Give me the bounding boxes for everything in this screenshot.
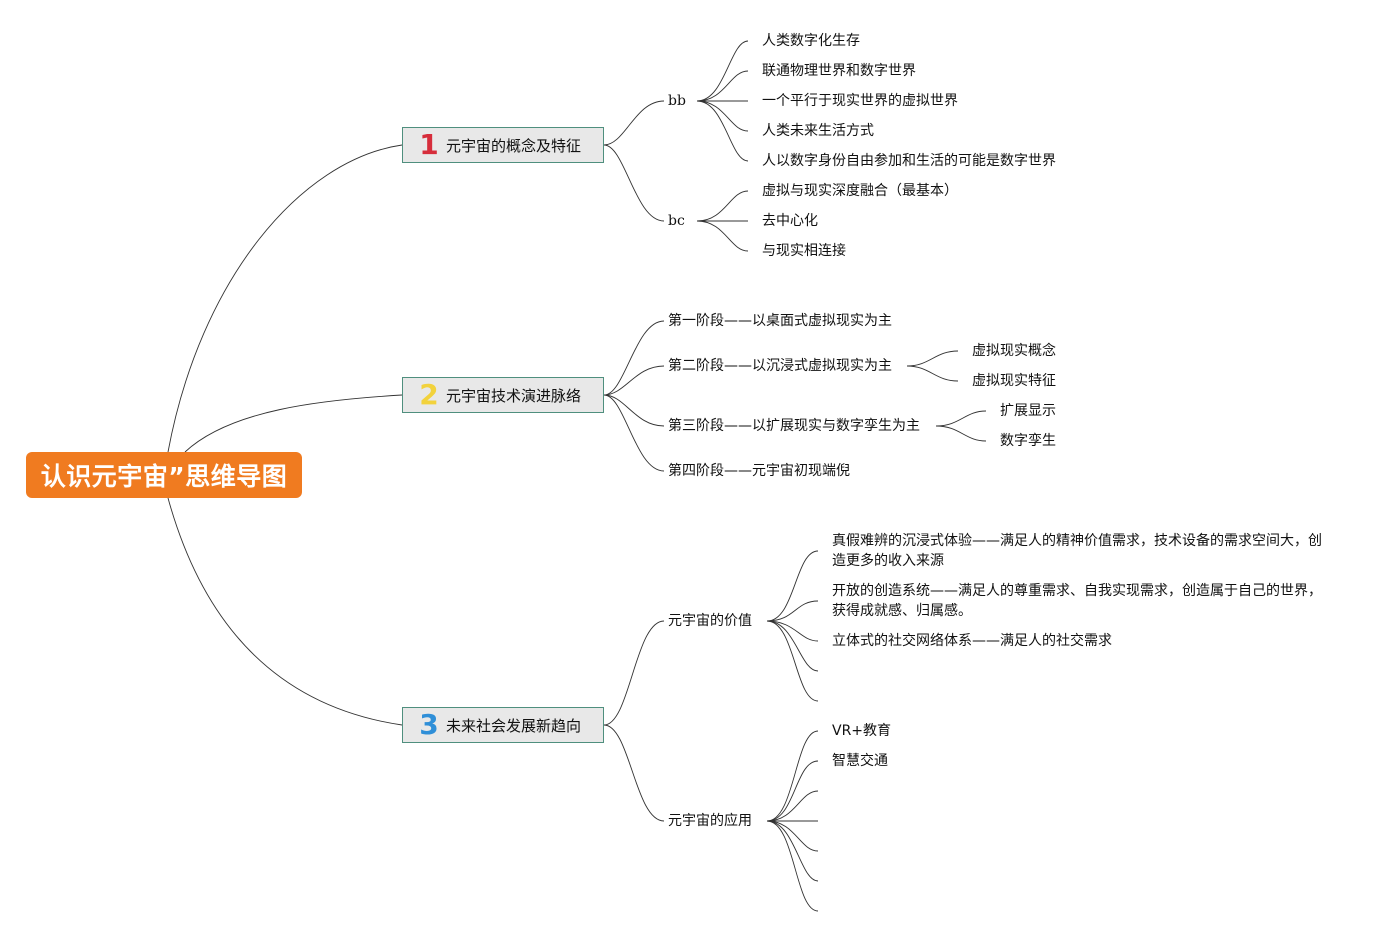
leaf-node[interactable]: 智慧交通 [832, 753, 888, 769]
leaf-node[interactable]: 联通物理世界和数字世界 [762, 63, 916, 79]
link-root-branch1 [167, 144, 403, 453]
stage-node-4[interactable]: 第四阶段——元宇宙初现端倪 [668, 463, 850, 479]
leaf-node[interactable]: 开放的创造系统——满足人的尊重需求、自我实现需求，创造属于自己的世界，获得成就感… [832, 583, 1322, 619]
root-title: 认识元宇宙”思维导图 [40, 462, 288, 491]
stage-node-3[interactable]: 第三阶段——以扩展现实与数字孪生为主 [668, 418, 920, 434]
leaf-node[interactable]: 一个平行于现实世界的虚拟世界 [762, 93, 958, 109]
branch-node-1[interactable]: 1 元宇宙的概念及特征 [402, 127, 604, 163]
branch-label: 元宇宙技术演进脉络 [446, 386, 582, 405]
leaf-node[interactable]: 虚拟现实概念 [972, 343, 1056, 359]
leaf-node[interactable]: 人类未来生活方式 [762, 123, 874, 139]
leaf-node[interactable]: 立体式的社交网络体系——满足人的社交需求 [832, 633, 1112, 649]
number-1-icon: 1 [419, 128, 439, 161]
node-application[interactable]: 元宇宙的应用 [668, 813, 752, 829]
link-b1-bc [603, 144, 665, 222]
link-b1-bb [603, 100, 665, 146]
stage-node-2[interactable]: 第二阶段——以沉浸式虚拟现实为主 [668, 358, 892, 374]
branch-node-3[interactable]: 3 未来社会发展新趋向 [402, 707, 604, 743]
link-root-branch2 [184, 394, 403, 453]
root-node[interactable]: 认识元宇宙”思维导图 [26, 452, 302, 498]
leaf-node[interactable]: 虚拟现实特征 [972, 373, 1056, 389]
leaf-node[interactable]: VR+教育 [832, 723, 892, 739]
leaf-node[interactable]: 虚拟与现实深度融合（最基本） [762, 183, 958, 199]
branch-label: 未来社会发展新趋向 [446, 716, 582, 735]
branch-label: 元宇宙的概念及特征 [446, 136, 582, 155]
branch-node-2[interactable]: 2 元宇宙技术演进脉络 [402, 377, 604, 413]
node-bc[interactable]: bc [668, 213, 685, 229]
node-bb[interactable]: bb [668, 93, 686, 109]
number-3-icon: 3 [419, 708, 439, 741]
leaf-node[interactable]: 扩展显示 [1000, 403, 1056, 419]
leaf-node[interactable]: 数字孪生 [1000, 433, 1056, 449]
leaf-node[interactable]: 真假难辨的沉浸式体验——满足人的精神价值需求，技术设备的需求空间大，创造更多的收… [832, 533, 1322, 569]
link-root-branch3 [167, 497, 403, 726]
leaf-node[interactable]: 人类数字化生存 [762, 33, 860, 49]
leaf-node[interactable]: 与现实相连接 [762, 243, 846, 259]
leaf-node[interactable]: 人以数字身份自由参加和生活的可能是数字世界 [762, 153, 1056, 169]
node-value[interactable]: 元宇宙的价值 [668, 613, 752, 629]
leaf-node[interactable]: 去中心化 [762, 213, 818, 229]
number-2-icon: 2 [419, 378, 439, 411]
stage-node-1[interactable]: 第一阶段——以桌面式虚拟现实为主 [668, 313, 892, 329]
